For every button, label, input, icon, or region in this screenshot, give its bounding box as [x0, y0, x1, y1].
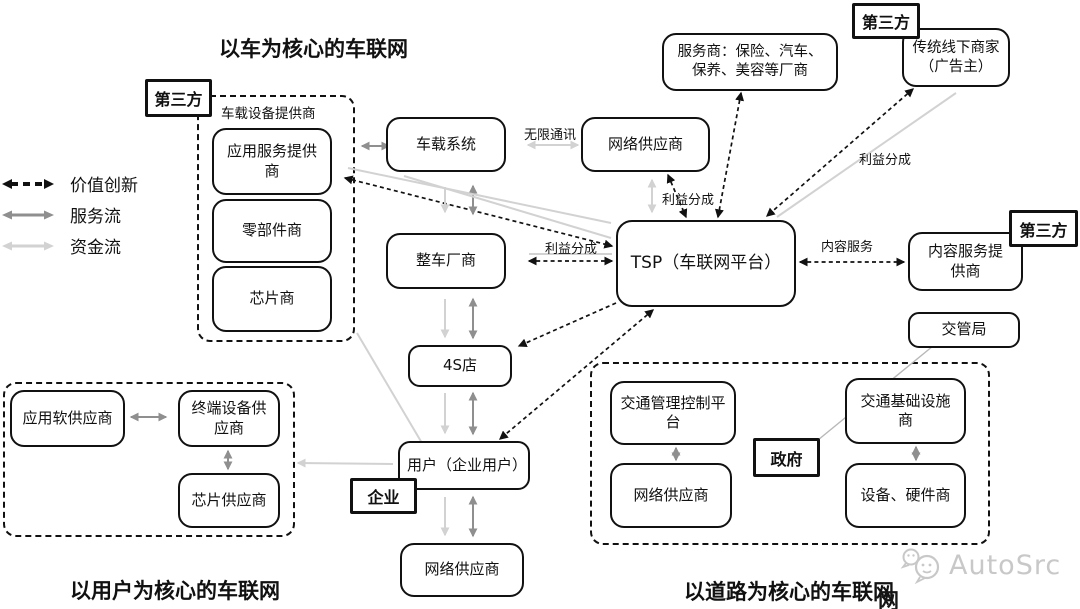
- node-device-hardware-provider: 设备、硬件商: [845, 463, 966, 528]
- legend-service-flow: 服务流: [2, 202, 121, 227]
- node-parts-maker: 零部件商: [212, 199, 332, 263]
- node-service-merchants: 服务商：保险、汽车、保养、美容等厂商: [662, 33, 838, 91]
- watermark-glyph: 网: [878, 589, 899, 609]
- autosrc-logo-text: AutoSrc: [949, 549, 1062, 581]
- edge-label-wireless: 无限通讯: [524, 128, 577, 143]
- autosrc-chat-bubbles-icon: [900, 548, 940, 584]
- node-app-software-provider: 应用软供应商: [10, 390, 125, 447]
- legend-light-arrow-icon: [2, 241, 54, 250]
- node-traffic-infra-provider: 交通基础设施商: [845, 378, 966, 444]
- node-terminal-device-provider: 终端设备供应商: [178, 390, 280, 447]
- group-label-vehicle-device-provider: 车载设备提供商: [221, 106, 316, 122]
- node-network-provider-car: 网络供应商: [581, 117, 710, 172]
- tag-third-party-left: 第三方: [145, 79, 212, 117]
- node-chip-maker: 芯片商: [212, 266, 332, 332]
- edge-tsp-offline-profit-capital: [776, 92, 957, 218]
- title-user-centric: 以用户为核心的车联网: [70, 579, 280, 603]
- tag-third-party-top: 第三方: [852, 3, 920, 39]
- node-network-provider-user: 网络供应商: [400, 543, 524, 597]
- group-user-centric: [3, 382, 295, 537]
- node-content-service-provider: 内容服务提供商: [908, 232, 1023, 291]
- edge-label-profit-sharing-1: 利益分成: [662, 193, 715, 208]
- edge-appservice-tsp-capital: [347, 167, 612, 224]
- node-user: 用户（企业用户）: [398, 441, 530, 490]
- node-chip-supplier: 芯片供应商: [178, 473, 280, 528]
- node-4s-store: 4S店: [408, 345, 512, 387]
- tag-government: 政府: [753, 438, 820, 477]
- title-car-centric: 以车为核心的车联网: [219, 37, 408, 61]
- node-traffic-mgmt-platform: 交通管理控制平台: [610, 381, 736, 445]
- autosrc-logo: AutoSrc: [898, 546, 1061, 584]
- node-offline-merchants: 传统线下商家（广告主）: [902, 28, 1010, 87]
- tag-enterprise: 企业: [350, 478, 417, 514]
- title-road-centric: 以道路为核心的车联网: [684, 580, 894, 604]
- legend-capital-flow: 资金流: [2, 233, 121, 258]
- node-app-service-provider: 应用服务提供商: [212, 128, 332, 195]
- legend-dashed-arrow-icon: [2, 178, 54, 189]
- edge-label-profit-sharing-2: 利益分成: [545, 242, 598, 257]
- edge-label-content-service: 内容服务: [821, 240, 874, 255]
- edge-label-profit-sharing-3: 利益分成: [859, 153, 912, 168]
- node-traffic-bureau: 交管局: [908, 312, 1020, 348]
- edge-appservice-tsp: [343, 175, 614, 249]
- node-oem: 整车厂商: [386, 233, 506, 289]
- node-tsp-platform: TSP（车联网平台）: [616, 220, 796, 307]
- node-vehicle-system: 车载系统: [386, 117, 506, 172]
- legend-value-innovation: 价值创新: [2, 171, 138, 196]
- legend-gray-arrow-icon: [2, 210, 54, 219]
- edge-user-usergroup-capital: [296, 458, 394, 468]
- edge-tsp-offline-merchants: [765, 88, 915, 217]
- group-road-centric: [590, 362, 990, 545]
- edge-devicegroup-user-capital: [356, 332, 430, 457]
- edge-tsp-service-merchants: [714, 91, 745, 219]
- tag-third-party-right: 第三方: [1009, 210, 1078, 247]
- node-network-provider-road: 网络供应商: [610, 463, 732, 528]
- edge-tsp-4s-store: [517, 302, 617, 348]
- edge-tsp-network-car: [666, 173, 688, 219]
- edge-vehiclesystem-tsp-capital: [403, 175, 612, 239]
- edge-tsp-user: [498, 309, 655, 440]
